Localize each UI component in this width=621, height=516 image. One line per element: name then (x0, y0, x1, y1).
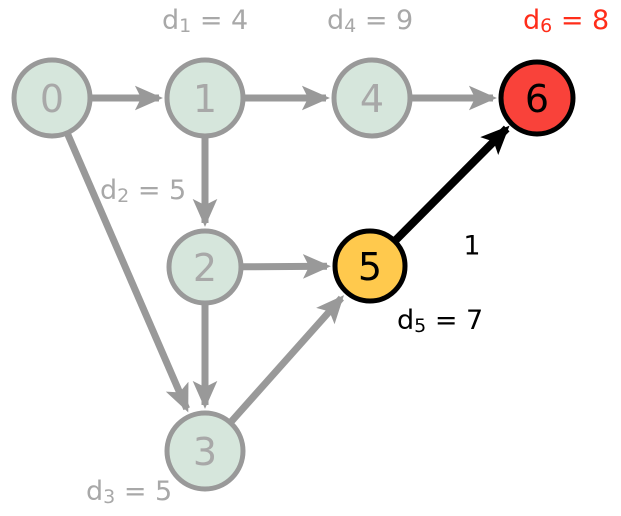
node-circle-3[interactable] (164, 410, 246, 492)
graph-node-3[interactable]: 3 (164, 410, 246, 492)
graph-node-5[interactable]: 5 (332, 228, 408, 304)
graph-node-6[interactable]: 6 (498, 59, 576, 137)
graph-node-2[interactable]: 2 (166, 228, 244, 306)
distance-label-d1: d1 = 4 (162, 5, 248, 38)
node-circle-2[interactable] (166, 228, 244, 306)
node-circle-0[interactable] (11, 57, 93, 139)
graph-node-1[interactable]: 1 (164, 57, 246, 139)
edge-5-to-6 (392, 125, 510, 244)
node-label-3: 3 (193, 430, 217, 474)
distance-label-d6: d6 = 8 (523, 5, 609, 38)
edges-layer (64, 85, 510, 425)
node-circle-5[interactable] (332, 228, 408, 304)
node-label-4: 4 (360, 77, 384, 121)
distance-label-d5: d5 = 7 (397, 305, 483, 338)
nodes-layer: 0 1 2 3 4 5 6 (11, 57, 576, 492)
node-label-1: 1 (193, 77, 217, 121)
node-label-5: 5 (358, 245, 382, 289)
distance-label-d3: d3 = 5 (86, 476, 172, 509)
edge-2-to-5 (241, 254, 331, 279)
labels-layer: d1 = 4 d2 = 5 d3 = 5 d4 = 9 d5 = 7 d6 = 8 1 (86, 5, 609, 509)
node-circle-4[interactable] (331, 57, 413, 139)
node-label-0: 0 (40, 77, 64, 121)
node-label-2: 2 (193, 246, 217, 290)
node-label-6: 6 (525, 77, 549, 121)
distance-label-d4: d4 = 9 (327, 5, 413, 38)
graph-node-4[interactable]: 4 (331, 57, 413, 139)
node-circle-6[interactable] (498, 59, 576, 137)
edge-weight-w56: 1 (463, 231, 480, 262)
node-circle-1[interactable] (164, 57, 246, 139)
edge-0-to-3 (64, 132, 190, 413)
graph-node-0[interactable]: 0 (11, 57, 93, 139)
distance-label-d2: d2 = 5 (100, 175, 186, 208)
edge-3-to-5 (228, 295, 344, 425)
